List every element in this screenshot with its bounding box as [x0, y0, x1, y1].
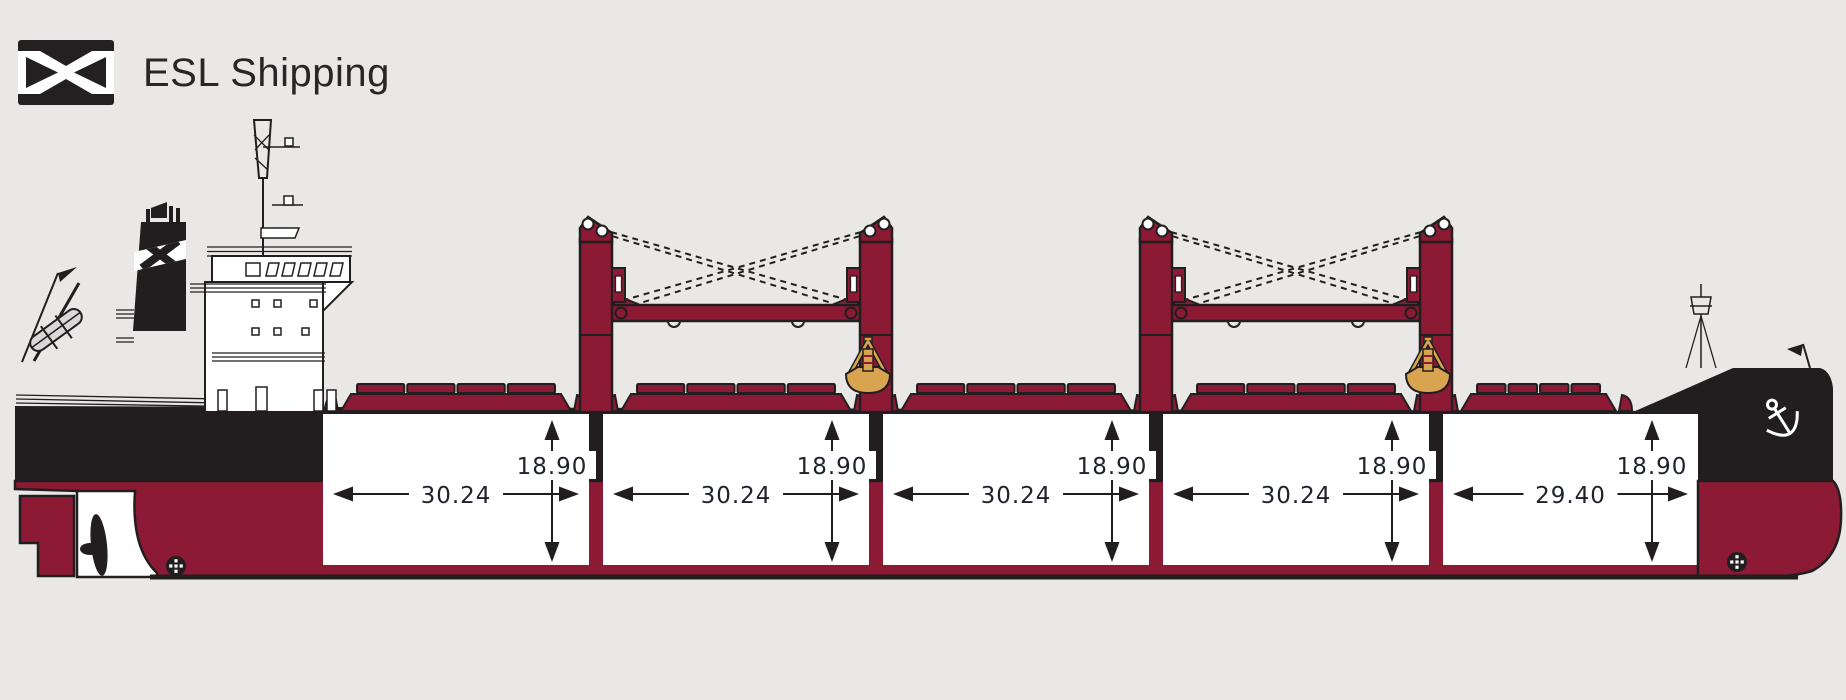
wheelhouse [211, 255, 351, 283]
brand-title: ESL Shipping [143, 51, 390, 95]
brand-header: ESL Shipping [18, 40, 390, 105]
propeller [80, 514, 108, 576]
crane-pair-2 [1140, 217, 1452, 412]
bow [150, 284, 1843, 580]
bow-flag [1787, 343, 1811, 369]
portholes [251, 299, 318, 336]
main-mast [252, 119, 303, 256]
hold-4-dimensions: 30.24 18.90 [1173, 420, 1436, 562]
bridge-windows [245, 262, 344, 277]
crane-pair-1 [578, 215, 894, 414]
hatch-cover-1 [323, 383, 589, 412]
deck-doors [217, 386, 337, 412]
bow-thruster-icon [1727, 552, 1747, 572]
hold-length-label: 30.24 [421, 483, 492, 509]
superstructure [21, 119, 355, 413]
fore-mast [1685, 284, 1717, 369]
hold-length-label: 30.24 [1261, 483, 1332, 509]
hatch-covers [323, 383, 1634, 412]
cargo-grab-icon [844, 336, 892, 395]
deck-railings [116, 246, 352, 362]
bridge-wing [322, 281, 355, 314]
hold-length-label: 30.24 [981, 483, 1052, 509]
hold-depth-label: 18.90 [1357, 454, 1428, 480]
hold-depth-label: 18.90 [1077, 454, 1148, 480]
hold-length-label: 30.24 [701, 483, 772, 509]
hold-dimensions: 30.24 18.90 30.24 18.90 30.24 18.90 30.24 18.90… [333, 420, 1696, 562]
cranes [578, 215, 1452, 414]
hold-2-dimensions: 30.24 18.90 [613, 420, 876, 562]
hatch-cover-4 [1163, 383, 1429, 412]
crane-cables [589, 225, 883, 312]
hold-1-dimensions: 30.24 18.90 [333, 420, 596, 562]
hold-5-dimensions: 29.40 18.90 [1453, 420, 1696, 562]
hatch-cover-5 [1443, 383, 1634, 412]
gantry-beam [610, 292, 862, 328]
hold-depth-label: 18.90 [1617, 454, 1688, 480]
esl-x-logo-icon [18, 40, 114, 105]
rudder [18, 494, 76, 578]
crane-tower-left [578, 215, 626, 414]
stern-mast [21, 267, 77, 363]
hold-length-label: 29.40 [1535, 483, 1606, 509]
hold-depth-label: 18.90 [797, 454, 868, 480]
crane-tower-right [846, 215, 894, 414]
bulbous-bow [1696, 479, 1843, 579]
forecastle [1633, 368, 1833, 481]
funnel [133, 202, 186, 331]
hatch-cover-3 [883, 383, 1149, 412]
hatch-cover-2 [603, 383, 869, 412]
lifeboat [29, 282, 83, 362]
hold-depth-label: 18.90 [517, 454, 588, 480]
hold-3-dimensions: 30.24 18.90 [893, 420, 1156, 562]
stern-thruster-icon [166, 556, 186, 576]
anchor-icon [1765, 398, 1799, 437]
